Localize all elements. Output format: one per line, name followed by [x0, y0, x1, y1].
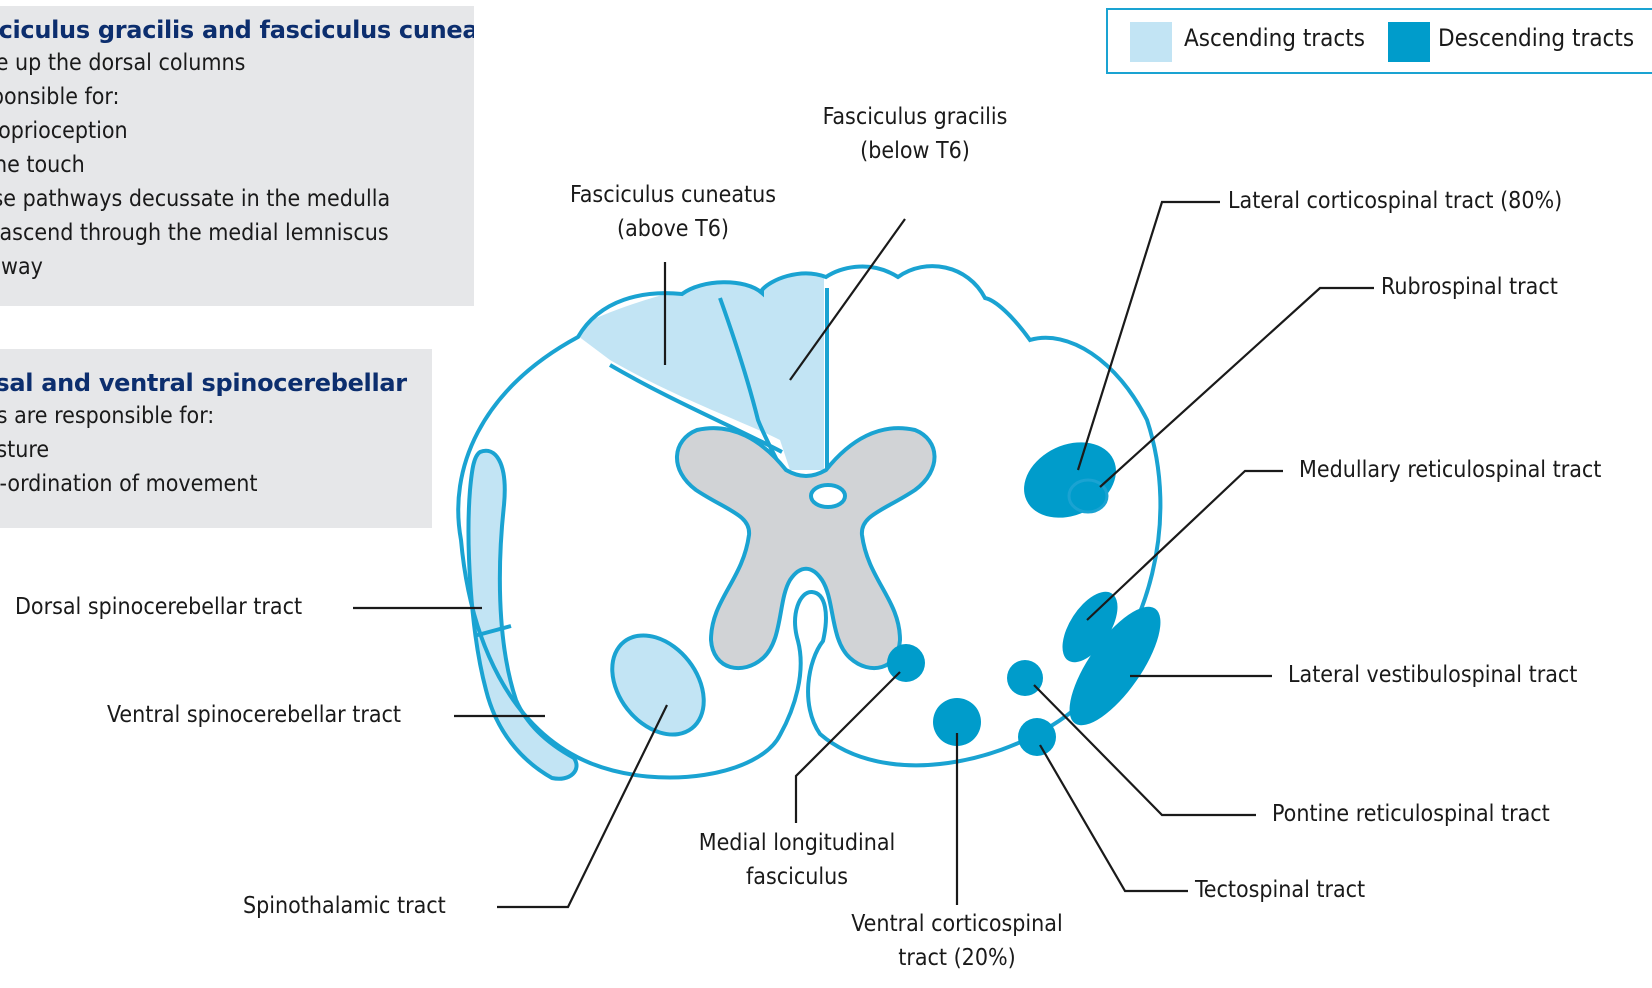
label-ventral-spinocerebellar: Ventral spinocerebellar tract: [107, 702, 401, 728]
label-line: Medial longitudinal: [674, 826, 920, 860]
label-line: Fasciculus cuneatus: [548, 178, 798, 212]
label-line: Ventral corticospinal: [845, 907, 1069, 941]
label-line: tract (20%): [845, 941, 1069, 975]
label-dorsal-spinocerebellar: Dorsal spinocerebellar tract: [15, 594, 302, 620]
label-pontine-reticulospinal: Pontine reticulospinal tract: [1272, 801, 1550, 827]
label-tectospinal: Tectospinal tract: [1195, 877, 1365, 903]
label-fasciculus-gracilis: Fasciculus gracilis (below T6): [795, 100, 1035, 168]
central-canal: [811, 485, 845, 507]
label-line: fasciculus: [674, 860, 920, 894]
label-lateral-vestibulospinal: Lateral vestibulospinal tract: [1288, 662, 1577, 688]
label-line: Fasciculus gracilis: [795, 100, 1035, 134]
pontine-reticulospinal-tract: [1007, 660, 1043, 696]
label-spinothalamic: Spinothalamic tract: [243, 893, 446, 919]
medial-longitudinal-fasciculus: [887, 644, 925, 682]
label-ventral-corticospinal: Ventral corticospinal tract (20%): [845, 907, 1069, 975]
label-medial-longitudinal-fasciculus: Medial longitudinal fasciculus: [674, 826, 920, 894]
label-rubrospinal: Rubrospinal tract: [1381, 274, 1558, 300]
label-medullary-reticulospinal: Medullary reticulospinal tract: [1299, 457, 1601, 483]
label-fasciculus-cuneatus: Fasciculus cuneatus (above T6): [548, 178, 798, 246]
label-line: (below T6): [795, 134, 1035, 168]
label-lateral-corticospinal: Lateral corticospinal tract (80%): [1228, 188, 1562, 214]
label-line: (above T6): [548, 212, 798, 246]
tectospinal-tract: [1018, 718, 1056, 756]
